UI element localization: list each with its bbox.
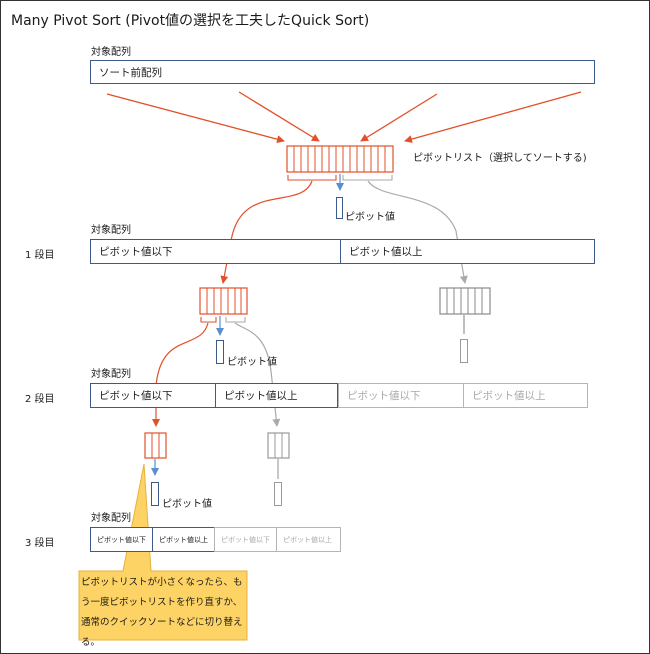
stage3-cell-4: ピボット値以上	[276, 527, 341, 552]
pivot-list-label: ピボットリスト（選択してソートする)	[413, 153, 587, 164]
diagram-title: Many Pivot Sort (Pivot値の選択を工夫したQuick Sor…	[11, 13, 370, 29]
target-array-label-top: 対象配列	[91, 47, 131, 58]
pivot-list-stage2-left	[144, 432, 167, 459]
stage1-label: 1 段目	[25, 250, 55, 261]
pivot-value-label-stage1: ピボット値	[227, 357, 277, 368]
stage3-cell-1: ピボット値以下	[90, 527, 153, 552]
target-array-label-stage3: 対象配列	[91, 513, 131, 524]
target-array-label-stage2: 対象配列	[91, 369, 131, 380]
pivot-list-stage1-left	[199, 287, 248, 323]
stage2-cell-1: ピボット値以下	[90, 383, 216, 408]
stage1-cell-lower: ピボット値以下	[90, 239, 341, 264]
callout-text: ピボットリストが小さくなったら、もう一度ピボットリストを作り直すか、通常のクイッ…	[81, 577, 243, 648]
stage2-cell-4: ピボット値以上	[463, 383, 588, 408]
pivot-list-stage2-right	[267, 432, 290, 459]
stage1-cell-upper: ピボット値以上	[340, 239, 595, 264]
stage3-label: 3 段目	[25, 538, 55, 549]
pivot-list-stage1-right	[439, 287, 491, 315]
pivot-value-stage1-right	[460, 339, 468, 363]
pivot-list-top	[286, 145, 394, 181]
pivot-value-stage1	[216, 340, 224, 364]
pivot-value-label-stage2: ピボット値	[162, 499, 212, 510]
pivot-value-label-top: ピボット値	[345, 212, 395, 223]
pivot-value-stage2-right	[274, 482, 282, 506]
top-to-pivot-arrows	[106, 91, 582, 144]
callout-bubble	[78, 463, 248, 641]
stage2-label: 2 段目	[25, 394, 55, 405]
stage2-cell-3: ピボット値以下	[338, 383, 464, 408]
unsorted-array-box: ソート前配列	[90, 60, 595, 84]
stage2-cell-2: ピボット値以上	[215, 383, 338, 408]
target-array-label-stage1: 対象配列	[91, 225, 131, 236]
stage3-cell-2: ピボット値以上	[152, 527, 215, 552]
pivot-value-top	[336, 197, 343, 219]
stage3-cell-3: ピボット値以下	[214, 527, 277, 552]
pivot-value-stage2	[151, 482, 159, 506]
